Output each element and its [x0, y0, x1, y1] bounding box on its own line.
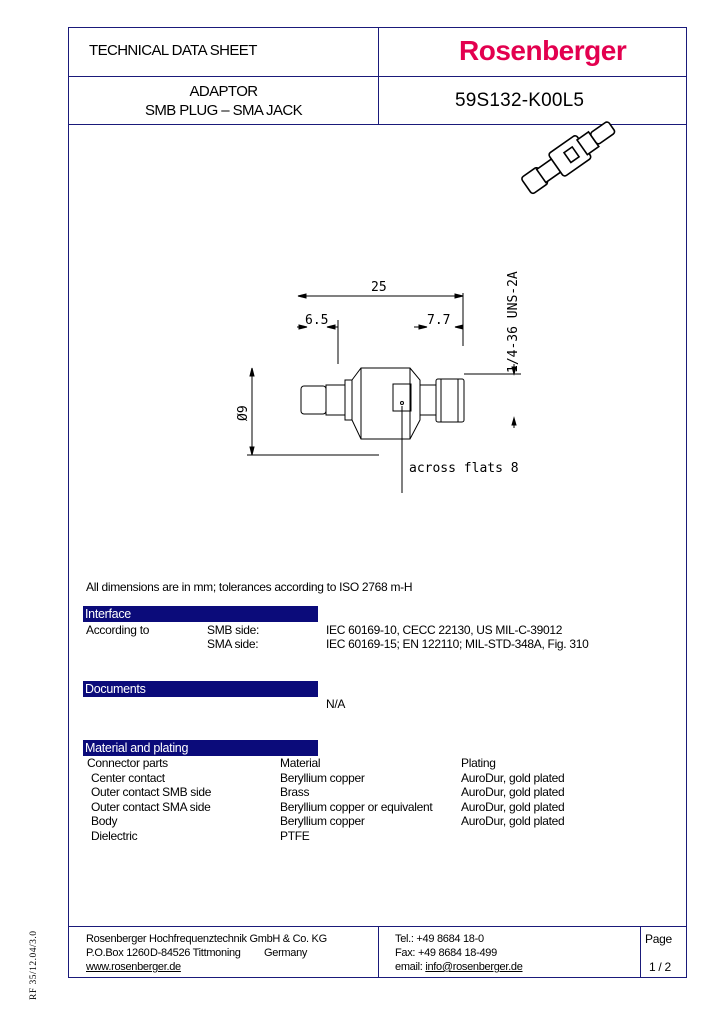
part-name: Outer contact SMB side: [91, 785, 212, 799]
divider: [640, 926, 641, 978]
interface-value: IEC 60169-10, CECC 22130, US MIL-C-39012: [326, 623, 563, 637]
part-name: Outer contact SMA side: [91, 800, 211, 814]
part-plating: AuroDur, gold plated: [461, 814, 565, 828]
column-header-material: Material: [280, 756, 321, 770]
dim-diameter: Ø9: [236, 405, 251, 421]
thread-spec: 1/4-36 UNS-2A: [506, 271, 521, 373]
dim-right-length: 7.7: [427, 313, 450, 328]
column-header-parts: Connector parts: [87, 756, 168, 770]
part-plating: AuroDur, gold plated: [461, 785, 565, 799]
datasheet-frame: TECHNICAL DATA SHEET Rosenberger ADAPTOR…: [68, 27, 687, 978]
part-name: Dielectric: [91, 829, 138, 843]
website-link[interactable]: www.rosenberger.de: [86, 961, 181, 973]
section-material: Material and plating: [83, 740, 318, 756]
part-name: Body: [91, 814, 118, 828]
dim-left-length: 6.5: [305, 313, 328, 328]
email-label: email:: [395, 961, 426, 973]
part-material: Beryllium copper: [280, 814, 365, 828]
product-type: ADAPTOR: [189, 83, 258, 100]
page-number: 1 / 2: [649, 960, 671, 974]
postcode: D-84526 Tittmoning: [150, 947, 241, 959]
interface-label: According to: [86, 623, 150, 637]
divider: [378, 926, 379, 978]
product-subtype: SMB PLUG – SMA JACK: [145, 102, 303, 119]
part-material: Beryllium copper: [280, 771, 365, 785]
part-material: Beryllium copper or equivalent: [280, 800, 433, 814]
country: Germany: [264, 947, 308, 959]
part-material: PTFE: [280, 829, 310, 843]
fax: Fax: +49 8684 18-499: [395, 947, 497, 959]
email-link[interactable]: info@rosenberger.de: [425, 961, 523, 973]
part-number: 59S132-K00L5: [455, 90, 585, 111]
telephone: Tel.: +49 8684 18-0: [395, 933, 484, 945]
company-name: Rosenberger Hochfrequenztechnik GmbH & C…: [86, 933, 327, 945]
technical-drawing: 25 6.5 7.7 Ø9 1/4-36 UNS-2A across flats…: [236, 271, 521, 493]
email-row: email: info@rosenberger.de: [395, 960, 523, 974]
flats-note: across flats 8: [409, 461, 519, 476]
divider: [69, 76, 686, 77]
divider: [69, 926, 686, 927]
document-type: TECHNICAL DATA SHEET: [89, 42, 257, 59]
tolerance-note: All dimensions are in mm; tolerances acc…: [86, 580, 413, 594]
interface-value: IEC 60169-15; EN 122110; MIL-STD-348A, F…: [326, 637, 589, 651]
documents-value: N/A: [326, 697, 346, 711]
section-interface: Interface: [83, 606, 318, 622]
divider: [378, 28, 379, 124]
po-box: P.O.Box 1260: [86, 947, 150, 959]
section-documents: Documents: [83, 681, 318, 697]
divider: [69, 124, 686, 125]
interface-side: SMA side:: [207, 637, 259, 651]
part-plating: AuroDur, gold plated: [461, 771, 565, 785]
part-plating: AuroDur, gold plated: [461, 800, 565, 814]
product-description: ADAPTOR SMB PLUG – SMA JACK: [69, 82, 378, 120]
document-revision-code: RF 35/12.04/3.0: [29, 930, 39, 1000]
column-header-plating: Plating: [461, 756, 496, 770]
part-name: Center contact: [91, 771, 165, 785]
page-label: Page: [645, 932, 672, 946]
dim-overall-length: 25: [371, 280, 387, 295]
part-material: Brass: [280, 785, 310, 799]
brand-logo: Rosenberger: [459, 35, 627, 66]
connector-3d-sketch-icon: [521, 121, 616, 195]
interface-side: SMB side:: [207, 623, 259, 637]
